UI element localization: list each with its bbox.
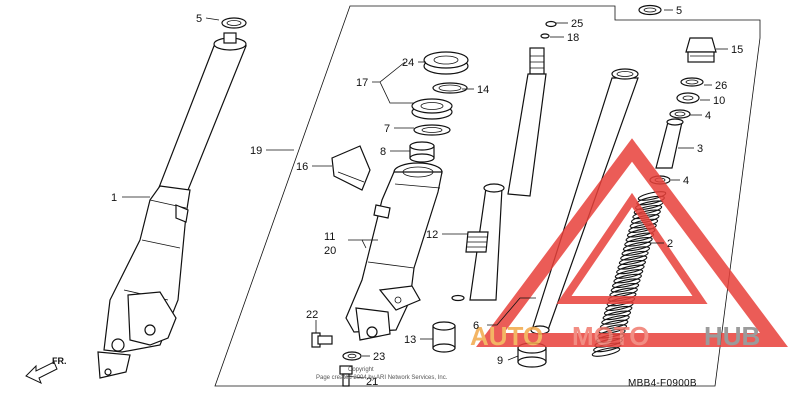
callout-4-upper: 4 xyxy=(705,110,711,122)
diagram-reference-code: MBB4-F0900B xyxy=(628,378,697,389)
spring-coil xyxy=(598,324,628,334)
callout-16: 16 xyxy=(296,161,308,173)
callout-19: 19 xyxy=(250,145,262,157)
callout-18: 18 xyxy=(567,32,579,44)
spring-collar xyxy=(655,118,684,169)
callout-17: 17 xyxy=(356,77,368,89)
callout-8: 8 xyxy=(380,146,386,158)
spring-coil xyxy=(603,305,633,316)
copyright-line-2: Page created 2004 by ARI Network Service… xyxy=(316,375,448,381)
back-up-ring xyxy=(413,124,451,136)
fork-pipe xyxy=(451,20,557,302)
spring-coil xyxy=(633,204,663,215)
spring-coil xyxy=(609,287,638,298)
fork-assembly-part xyxy=(97,17,247,379)
spring-coil xyxy=(616,264,645,275)
callout-11: 11 xyxy=(324,231,335,243)
spring-coil xyxy=(624,237,653,247)
callout-6: 6 xyxy=(473,320,479,332)
callout-13: 13 xyxy=(404,334,416,346)
spring-coil xyxy=(591,347,621,357)
spring-coil xyxy=(618,255,648,266)
watermark-part-hub: HUB xyxy=(704,321,760,351)
oil-lock-piece xyxy=(432,321,456,353)
callout-22: 22 xyxy=(306,309,318,321)
spring-coil xyxy=(621,246,651,256)
callout-10: 10 xyxy=(713,95,725,107)
spring-seat-upper xyxy=(669,109,691,119)
watermark-logo: AUTO MOTO HUB xyxy=(470,138,788,351)
fork-bolt xyxy=(685,37,717,63)
spring-coil xyxy=(601,315,630,325)
copyright-line-1: Copyright xyxy=(348,367,374,373)
spring-coil xyxy=(628,223,657,233)
spring-collar-seat xyxy=(676,92,700,104)
callout-21: 21 xyxy=(366,376,378,388)
spring-coil xyxy=(602,310,632,321)
spring-coil xyxy=(614,269,644,279)
watermark-part-moto: MOTO xyxy=(572,321,650,351)
callout-1: 1 xyxy=(111,192,117,204)
oil-seal-ring xyxy=(221,17,247,29)
callout-24: 24 xyxy=(402,57,414,69)
leader-lines xyxy=(122,9,728,379)
sealing-washer xyxy=(342,351,362,361)
callout-labels: 5 1 19 16 17 24 14 7 8 11 20 22 23 21 25… xyxy=(111,5,743,388)
fork-slider xyxy=(345,162,443,341)
callout-9: 9 xyxy=(497,355,503,367)
stopper-ring xyxy=(432,82,468,94)
spring-coil xyxy=(613,273,642,284)
fork-protector xyxy=(331,145,371,191)
callout-26: 26 xyxy=(715,80,727,92)
callout-4-lower: 4 xyxy=(683,175,689,187)
callout-5-right: 5 xyxy=(676,5,682,17)
o-ring xyxy=(680,77,704,87)
callout-3: 3 xyxy=(697,143,703,155)
spring-coil xyxy=(622,241,652,252)
callout-23: 23 xyxy=(373,351,385,363)
spring-coil xyxy=(610,282,640,293)
front-direction-arrow: FR. xyxy=(25,356,67,384)
callout-20: 20 xyxy=(324,245,336,257)
spring-coil xyxy=(599,319,629,330)
front-direction-label: FR. xyxy=(52,356,67,366)
socket-bolt xyxy=(311,332,333,348)
callout-14: 14 xyxy=(477,84,489,96)
callout-25: 25 xyxy=(571,18,583,30)
spring-coil xyxy=(620,250,649,261)
seal-stack xyxy=(409,51,469,163)
callout-15: 15 xyxy=(731,44,743,56)
callout-7: 7 xyxy=(384,123,390,135)
spring-coil xyxy=(617,259,646,270)
callout-2: 2 xyxy=(667,238,673,250)
callout-5-left: 5 xyxy=(196,13,202,25)
callout-12: 12 xyxy=(426,229,438,241)
assembly-outline xyxy=(214,5,761,387)
spring-coil xyxy=(612,278,641,289)
watermark-part-auto: AUTO xyxy=(470,321,543,351)
o-ring-top xyxy=(638,4,662,16)
drain-bolt xyxy=(339,365,353,387)
